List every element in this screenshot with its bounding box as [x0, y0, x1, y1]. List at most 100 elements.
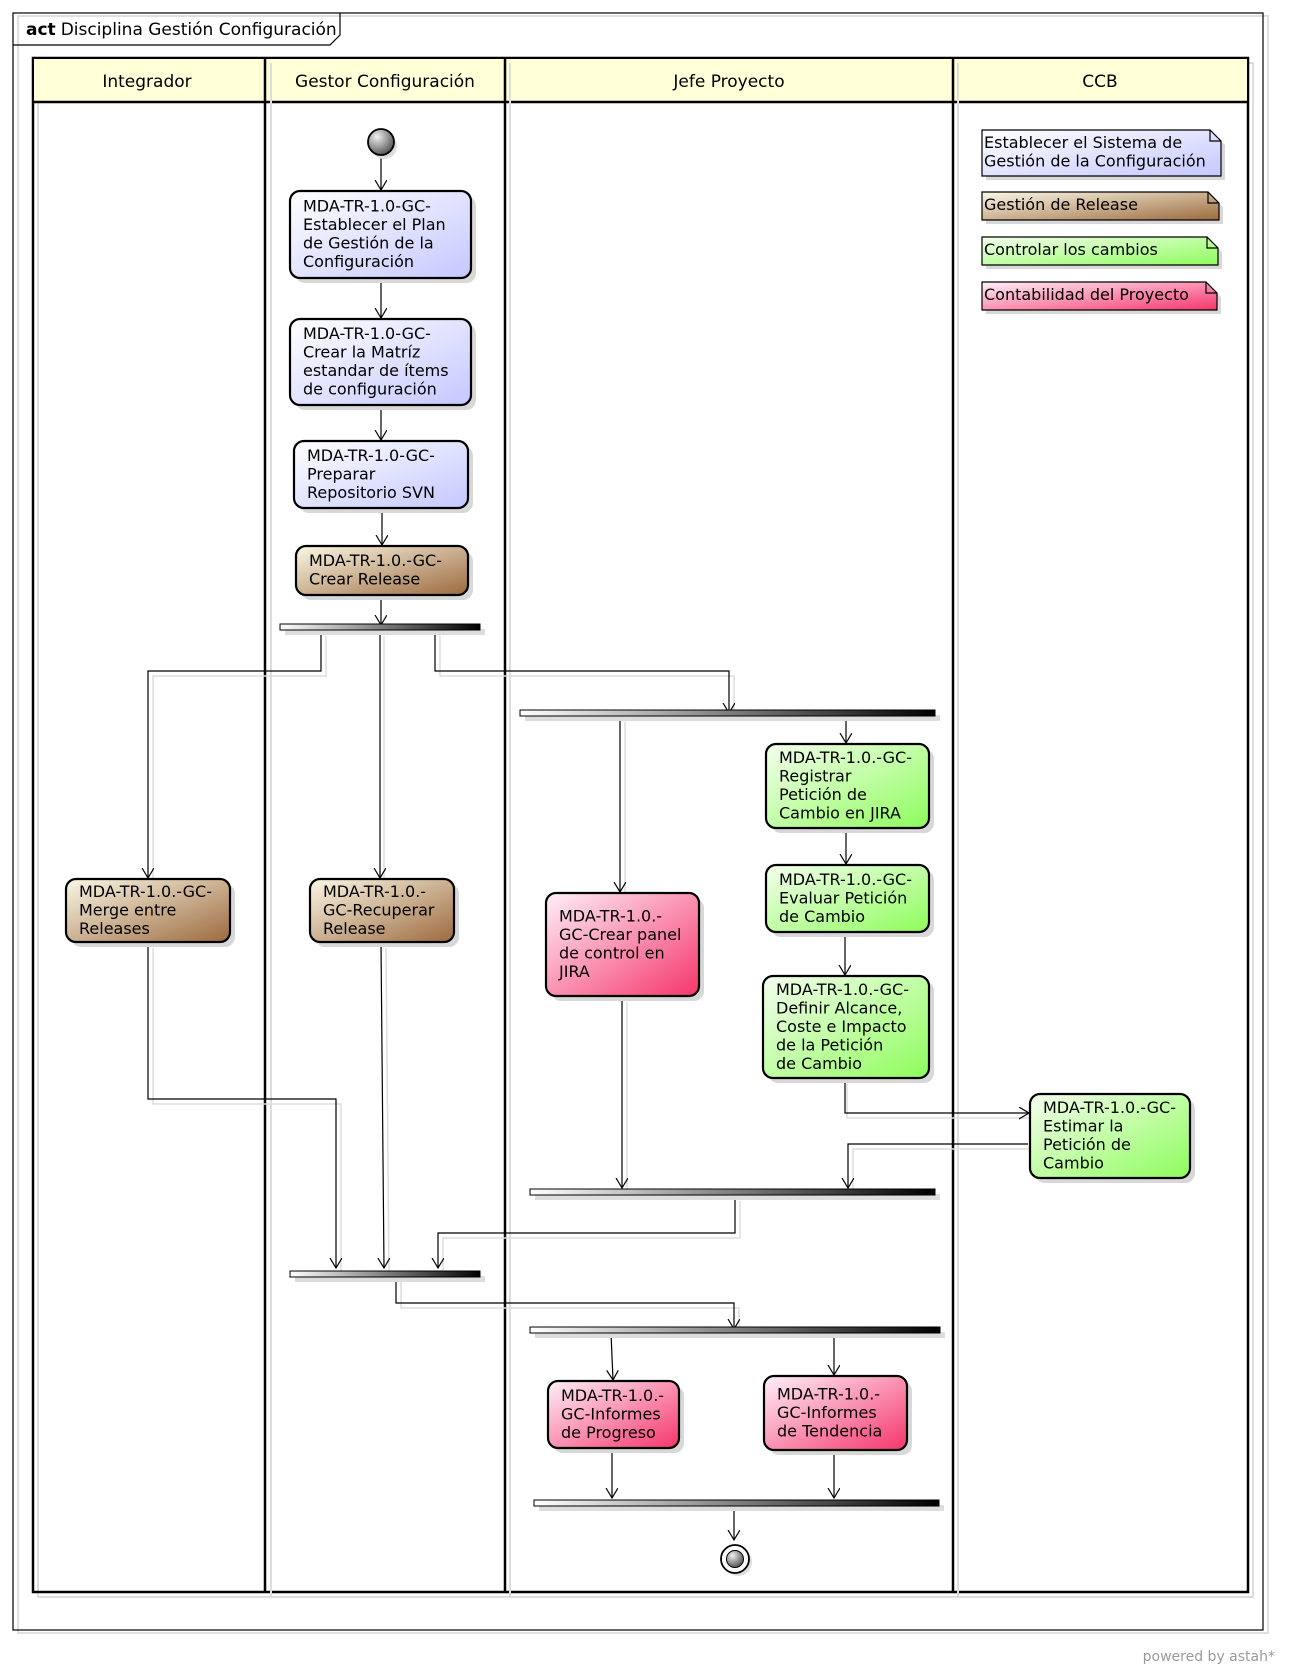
lane-integrador: Integrador: [102, 72, 191, 92]
action-label: MDA-TR-1.0.-GC-Crear Release: [309, 551, 442, 589]
action-label-line: MDA-TR-1.0.-GC-: [309, 551, 442, 570]
legend-label-line: Contabilidad del Proyecto: [984, 285, 1189, 304]
legend-label: Gestión de Release: [984, 195, 1138, 214]
action-label-line: MDA-TR-1.0-GC-: [303, 324, 431, 343]
action-label-line: Cambio: [1043, 1154, 1104, 1173]
action-label-line: Crear la Matríz: [303, 343, 420, 362]
legend-label-line: Gestión de la Configuración: [984, 152, 1206, 171]
action-label-line: MDA-TR-1.0.-: [323, 882, 426, 901]
action-definir: MDA-TR-1.0.-GC-Definir Alcance,Coste e I…: [761, 974, 934, 1083]
action-label-line: Merge entre: [79, 900, 176, 919]
action-label-line: de Tendencia: [777, 1421, 882, 1440]
diagram-frame: [12, 12, 1264, 1631]
flow-merge-join: [147, 943, 336, 1268]
flow-fork-jefe: [434, 631, 729, 713]
frame-keyword: act: [26, 20, 56, 40]
action-label-line: Establecer el Plan: [303, 215, 446, 234]
action-label-line: Petición de: [1043, 1135, 1131, 1154]
action-label-line: estandar de ítems: [303, 361, 449, 380]
lane-gestor-configuracion: Gestor Configuración: [295, 72, 475, 92]
action-label-line: MDA-TR-1.0.-GC-: [779, 748, 912, 767]
action-label-line: Preparar: [307, 464, 376, 483]
action-label-line: JIRA: [558, 962, 590, 981]
action-label-line: de Cambio: [776, 1054, 862, 1073]
lane-ccb: CCB: [1082, 72, 1117, 92]
action-label-line: Petición de: [779, 785, 867, 804]
flow-join-fork: [395, 1276, 734, 1329]
action-label-line: MDA-TR-1.0.-GC-: [79, 882, 212, 901]
lane-jefe-proyecto: Jefe Proyecto: [672, 72, 784, 92]
action-label-line: Release: [323, 919, 386, 938]
action-label-line: MDA-TR-1.0-GC-: [303, 197, 431, 216]
action-label-line: MDA-TR-1.0.-GC-: [779, 870, 912, 889]
action-label-line: Estimar la: [1043, 1117, 1123, 1136]
action-label-line: de la Petición: [776, 1035, 883, 1054]
action-label-line: de Gestión de la: [303, 234, 434, 253]
action-label-line: de configuración: [303, 380, 437, 399]
action-label-line: de control en: [559, 944, 665, 963]
frame-tab: [13, 13, 341, 46]
powered-by-footer: powered by astah*: [1142, 1649, 1275, 1665]
action-label-line: Registrar: [779, 767, 852, 786]
join-bar-informes: [533, 1499, 940, 1507]
action-label-line: MDA-TR-1.0.-: [777, 1384, 880, 1403]
join-bar-gestor: [289, 1270, 481, 1278]
action-label-line: GC-Recuperar: [323, 900, 435, 919]
frame-name: Disciplina Gestión Configuración: [61, 20, 337, 40]
frame-shadow: [17, 15, 1269, 1634]
action-release: MDA-TR-1.0.-GC-Crear Release: [294, 544, 473, 600]
action-label-line: MDA-TR-1.0.-: [559, 907, 662, 926]
action-label-line: MDA-TR-1.0.-GC-: [776, 980, 909, 999]
action-label-line: Repositorio SVN: [307, 483, 435, 502]
flow-shadows: [152, 636, 1034, 1334]
flow-fork-progreso: [611, 1332, 613, 1380]
fork-join-bars: [279, 623, 945, 1511]
legend-note-pink: Contabilidad del Proyecto: [981, 281, 1221, 314]
flow-fork-merge: [148, 631, 322, 878]
fork-bar-jefe: [519, 709, 936, 717]
legend-label: Contabilidad del Proyecto: [984, 285, 1189, 304]
swimlanes: Integrador Gestor Configuración Jefe Pro…: [31, 56, 1254, 1598]
legend-label: Controlar los cambios: [984, 240, 1158, 259]
action-label-line: Definir Alcance,: [776, 998, 902, 1017]
legend-label-line: Controlar los cambios: [984, 240, 1158, 259]
legend-label-line: Establecer el Sistema de: [984, 133, 1182, 152]
action-label-line: Coste e Impacto: [776, 1017, 907, 1036]
legend-note-green: Controlar los cambios: [981, 236, 1222, 269]
flow-join-join: [438, 1196, 736, 1268]
action-label-line: MDA-TR-1.0.-GC-: [1043, 1098, 1176, 1117]
initial-node: [367, 128, 395, 156]
action-label-line: de Cambio: [779, 907, 865, 926]
action-label: MDA-TR-1.0.-GC-Definir Alcance,Coste e I…: [776, 980, 909, 1073]
action-label-line: MDA-TR-1.0.-: [561, 1386, 664, 1405]
flow-definir-estimar: [844, 1079, 1029, 1113]
action-label-line: GC-Informes: [561, 1404, 661, 1423]
action-label-line: Releases: [79, 919, 150, 938]
